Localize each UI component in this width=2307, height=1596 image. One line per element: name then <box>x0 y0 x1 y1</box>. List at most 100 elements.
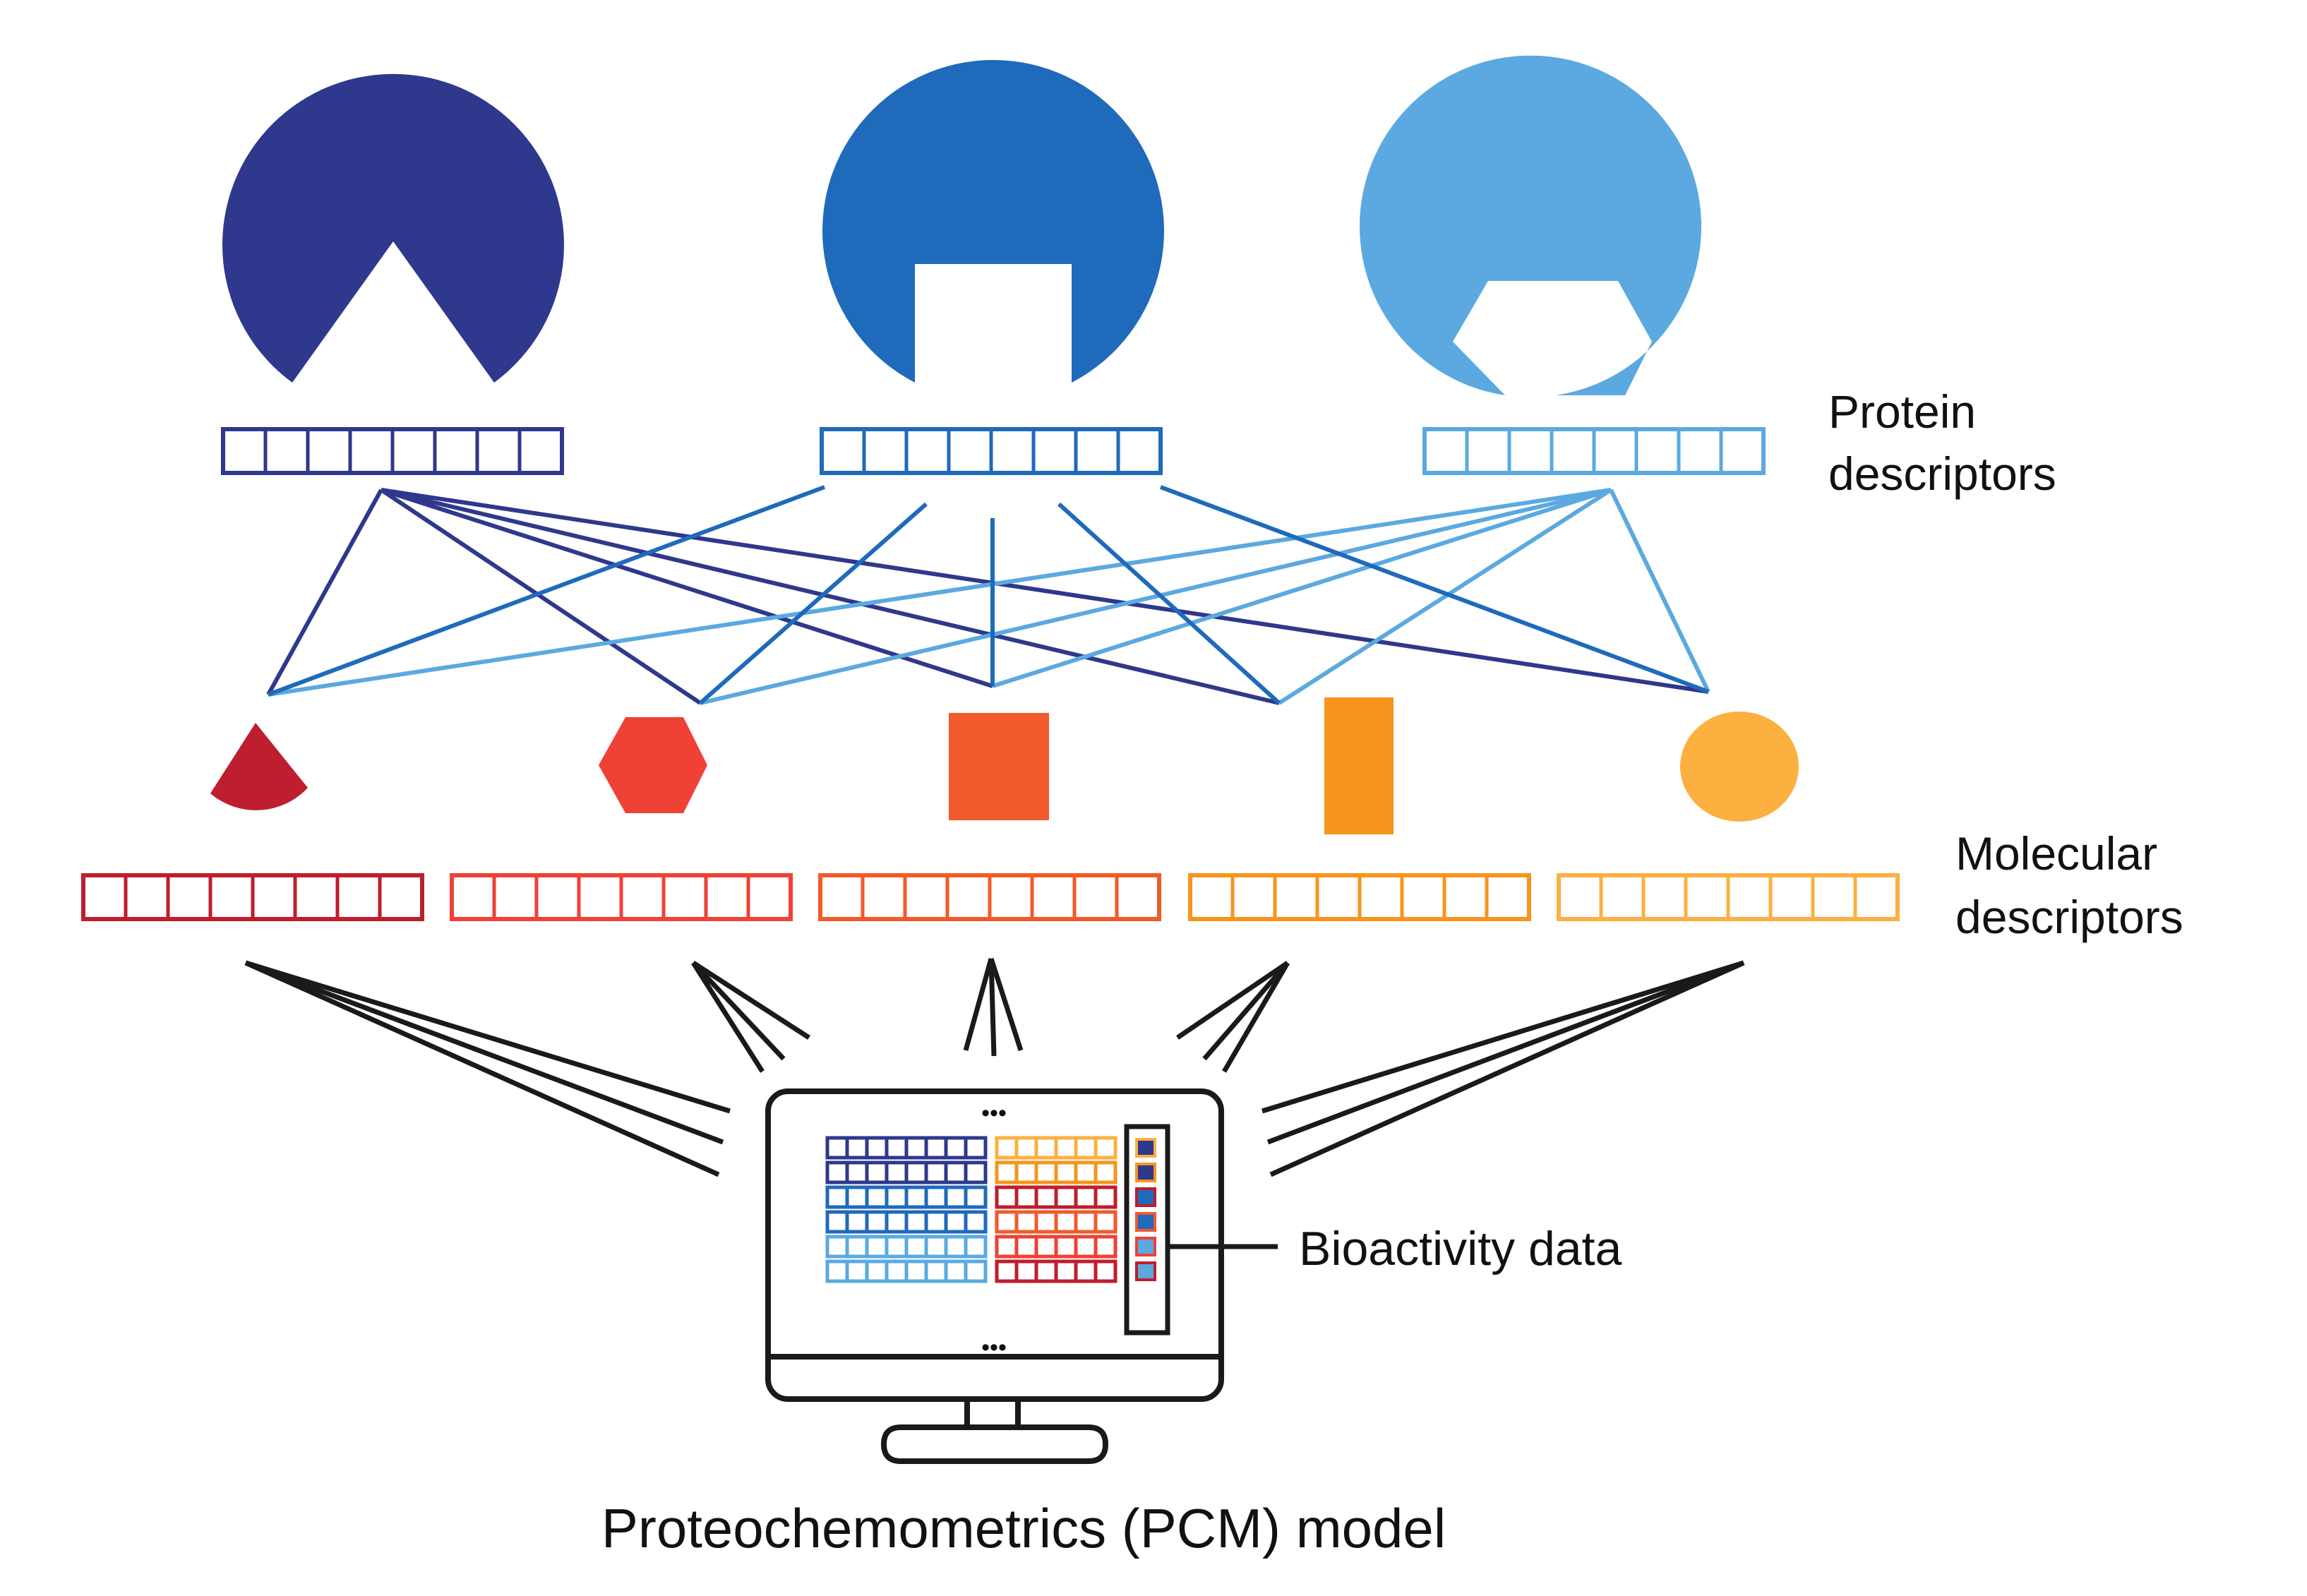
fan-line-2 <box>691 961 765 1073</box>
grid-protein-cell <box>885 1136 909 1160</box>
grid-molecule-cell <box>995 1185 1019 1209</box>
ellipsis-bottom: ••• <box>981 1334 1007 1361</box>
grid-protein-cell <box>885 1235 909 1259</box>
grid-molecule-cell <box>1034 1185 1058 1209</box>
fan-line-3 <box>963 958 994 1051</box>
protein-c-link <box>700 488 1612 705</box>
grid-protein-cell <box>964 1160 988 1184</box>
grid-bioactivity-cell <box>1135 1187 1156 1207</box>
grid-protein-cell <box>944 1210 968 1234</box>
grid-molecule-cell <box>1074 1210 1098 1234</box>
protein-a-link <box>380 488 993 688</box>
grid-protein-cell <box>944 1259 968 1283</box>
grid-molecule-cell <box>1014 1210 1038 1234</box>
grid-protein-cell <box>924 1259 948 1283</box>
grid-molecule-cell <box>995 1136 1019 1160</box>
grid-molecule-cell <box>1074 1136 1098 1160</box>
grid-protein-cell <box>944 1235 968 1259</box>
molecule-a-descriptor-bar <box>81 873 424 921</box>
grid-protein-cell <box>865 1235 889 1259</box>
protein-b-link <box>699 502 928 705</box>
grid-protein-cell <box>865 1259 889 1283</box>
grid-molecule-cell <box>1054 1235 1078 1259</box>
fan-line-3 <box>988 957 1024 1052</box>
grid-protein-cell <box>865 1210 889 1234</box>
grid-protein-cell <box>865 1160 889 1184</box>
protein-shapes <box>222 55 1701 395</box>
grid-protein-cell <box>825 1136 849 1160</box>
protein-b-link <box>1057 502 1281 705</box>
grid-molecule-cell <box>1034 1136 1058 1160</box>
molecule-e-descriptor-bar <box>1557 873 1900 921</box>
grid-protein-cell <box>964 1235 988 1259</box>
grid-protein-cell <box>825 1185 849 1209</box>
grid-protein-cell <box>924 1210 948 1234</box>
protein-a-shape <box>222 73 564 383</box>
protein-c-link <box>1278 488 1612 705</box>
protein-a-link <box>380 488 702 705</box>
bioactivity-grid <box>825 1136 1156 1283</box>
grid-molecule-cell <box>1014 1235 1038 1259</box>
molecule-b-shape <box>599 717 707 813</box>
grid-protein-cell <box>885 1210 909 1234</box>
protein-a-link <box>380 488 1709 694</box>
data-fan-lines <box>244 957 1745 1177</box>
grid-molecule-cell <box>995 1160 1019 1184</box>
grid-molecule-cell <box>1074 1259 1098 1283</box>
grid-protein-cell <box>924 1136 948 1160</box>
grid-protein-cell <box>924 1160 948 1184</box>
grid-molecule-cell <box>1034 1259 1058 1283</box>
grid-protein-cell <box>845 1259 869 1283</box>
protein-c-shape <box>1359 55 1701 395</box>
fan-line-1 <box>244 960 724 1145</box>
molecular-descriptors-label-line1: Molecular <box>1955 827 2157 880</box>
protein-c-link <box>1609 488 1710 693</box>
protein-a-link <box>380 488 1280 705</box>
molecular-descriptors-label-line2: descriptors <box>1955 891 2183 943</box>
grid-protein-cell <box>944 1160 968 1184</box>
grid-protein-cell <box>924 1185 948 1209</box>
grid-protein-cell <box>904 1235 928 1259</box>
protein-b-link <box>1159 485 1710 694</box>
ellipsis-top: ••• <box>981 1100 1007 1127</box>
molecule-shapes <box>210 697 1799 834</box>
fan-line-2 <box>692 961 810 1040</box>
grid-protein-cell <box>964 1259 988 1283</box>
grid-molecule-cell <box>1054 1210 1078 1234</box>
molecule-c-descriptor-bar <box>818 873 1161 921</box>
fan-line-5 <box>1266 960 1745 1145</box>
grid-molecule-cell <box>1054 1259 1078 1283</box>
grid-molecule-cell <box>1014 1259 1038 1283</box>
molecule-d-shape <box>1324 697 1394 834</box>
grid-protein-cell <box>944 1136 968 1160</box>
grid-molecule-cell <box>1093 1136 1117 1160</box>
bioactivity-data-label: Bioactivity data <box>1299 1222 1622 1276</box>
fan-line-4 <box>1221 961 1290 1073</box>
grid-molecule-cell <box>995 1259 1019 1283</box>
grid-molecule-cell <box>995 1210 1019 1234</box>
grid-protein-cell <box>904 1259 928 1283</box>
grid-protein-cell <box>964 1210 988 1234</box>
fan-line-4 <box>1176 961 1289 1040</box>
grid-protein-cell <box>825 1160 849 1184</box>
grid-molecule-cell <box>1014 1160 1038 1184</box>
grid-bioactivity-cell <box>1135 1237 1156 1256</box>
protein-c-descriptor-bar <box>1422 427 1766 475</box>
grid-molecule-cell <box>1074 1185 1098 1209</box>
grid-protein-cell <box>904 1160 928 1184</box>
grid-molecule-cell <box>1074 1235 1098 1259</box>
grid-bioactivity-cell <box>1135 1163 1156 1182</box>
grid-protein-cell <box>964 1136 988 1160</box>
molecule-d-descriptor-bar <box>1188 873 1531 921</box>
grid-protein-cell <box>904 1185 928 1209</box>
grid-molecule-cell <box>1074 1160 1098 1184</box>
molecule-b-descriptor-bar <box>450 873 793 921</box>
grid-protein-cell <box>865 1185 889 1209</box>
grid-molecule-cell <box>1093 1235 1117 1259</box>
molecule-c-shape <box>949 713 1049 820</box>
protein-a-link <box>266 488 383 696</box>
grid-protein-cell <box>944 1185 968 1209</box>
grid-protein-cell <box>904 1210 928 1234</box>
grid-protein-cell <box>845 1136 869 1160</box>
